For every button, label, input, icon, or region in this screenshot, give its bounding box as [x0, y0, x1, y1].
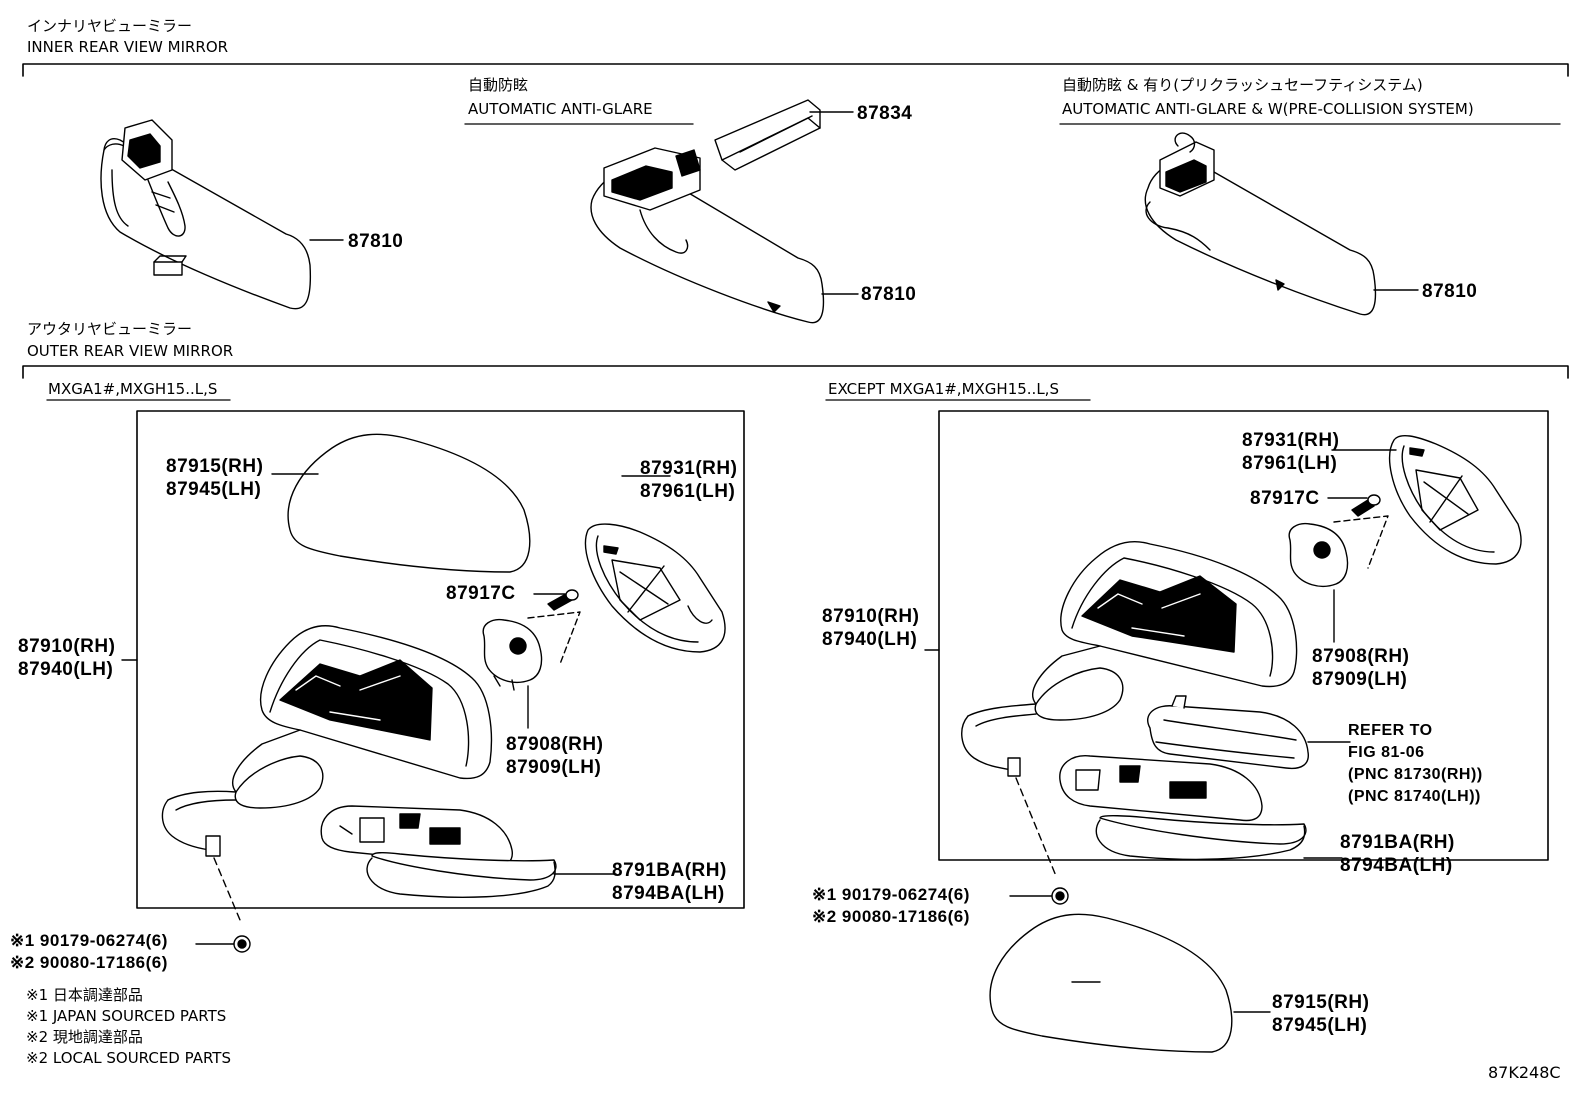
right-mirror-motor: [1288, 515, 1389, 643]
footnote-1: ※1 日本調達部品: [26, 986, 143, 1004]
left-mirror-cover: [271, 433, 531, 573]
left-cover-rh: 87915(RH): [166, 456, 264, 477]
variant-underlines: [46, 123, 1561, 401]
right-mirror-housing: [924, 540, 1298, 877]
right-turn-lamp: [1147, 695, 1351, 770]
inner-mirror-anti-glare: [590, 99, 859, 324]
left-screw: [533, 589, 579, 611]
figure-code: 87K248C: [1488, 1063, 1561, 1082]
right-glass-rh: 87931(RH): [1242, 430, 1340, 451]
right-nut-2: ※2 90080-17186(6): [812, 907, 970, 926]
right-refer-2: FIG 81-06: [1348, 744, 1425, 761]
right-refer-1: REFER TO: [1348, 722, 1433, 739]
right-glass-lh: 87961(LH): [1242, 453, 1338, 474]
right-lower-rh: 8791BA(RH): [1340, 832, 1455, 853]
inner-title-en: INNER REAR VIEW MIRROR: [27, 38, 229, 56]
right-screw: [1327, 494, 1381, 517]
right-variant-box: [938, 410, 1549, 861]
right-assy-rh: 87910(RH): [822, 606, 920, 627]
part-87810-anti-glare: 87810: [861, 284, 917, 305]
outer-title-jp: アウタリヤビューミラー: [27, 320, 193, 338]
part-87834: 87834: [857, 103, 913, 124]
left-motor-lh: 87909(LH): [506, 757, 602, 778]
inner-title-jp: インナリヤビューミラー: [27, 17, 193, 35]
left-lower-cover: [320, 805, 617, 898]
inner-mirror-basic: [100, 119, 344, 310]
left-cover-lh: 87945(LH): [166, 479, 262, 500]
footnotes: ※1 日本調達部品 ※1 JAPAN SOURCED PARTS ※2 現地調達…: [26, 985, 231, 1069]
left-mirror-glass: [584, 475, 726, 653]
right-cover-lh: 87945(LH): [1272, 1015, 1368, 1036]
right-mirror-glass: [1331, 434, 1522, 565]
right-motor-rh: 87908(RH): [1312, 646, 1410, 667]
right-refer-3: (PNC 81730(RH)): [1348, 766, 1483, 783]
footnote-2: ※1 JAPAN SOURCED PARTS: [26, 1007, 227, 1025]
inner-variant3-jp: 自動防眩 & 有り(プリクラッシュセーフティシステム): [1062, 76, 1423, 94]
part-87810-pre-collision: 87810: [1422, 281, 1478, 302]
left-lower-lh: 8794BA(LH): [612, 883, 725, 904]
right-lower-lh: 8794BA(LH): [1340, 855, 1453, 876]
inner-variant2-en: AUTOMATIC ANTI-GLARE: [468, 100, 653, 118]
left-lower-rh: 8791BA(RH): [612, 860, 727, 881]
left-assy-lh: 87940(LH): [18, 659, 114, 680]
right-nut: [1009, 887, 1069, 905]
left-nut-1: ※1 90179-06274(6): [10, 931, 168, 950]
left-assy-rh: 87910(RH): [18, 636, 116, 657]
footnote-3: ※2 現地調達部品: [26, 1028, 143, 1046]
outer-title-en: OUTER REAR VIEW MIRROR: [27, 342, 234, 360]
left-glass-rh: 87931(RH): [640, 458, 738, 479]
left-nut-2: ※2 90080-17186(6): [10, 953, 168, 972]
left-nut: [195, 935, 251, 953]
left-motor-rh: 87908(RH): [506, 734, 604, 755]
right-motor-lh: 87909(LH): [1312, 669, 1408, 690]
right-assy-lh: 87940(LH): [822, 629, 918, 650]
right-variant-model: EXCEPT MXGA1#,MXGH15..L,S: [828, 380, 1059, 398]
inner-variant2-jp: 自動防眩: [468, 76, 529, 94]
right-cover-rh: 87915(RH): [1272, 992, 1370, 1013]
right-mirror-cover: [989, 913, 1271, 1053]
right-refer-4: (PNC 81740(LH)): [1348, 788, 1481, 805]
left-mirror-motor: [482, 611, 581, 729]
section-dividers: [22, 63, 1569, 379]
left-screw-label: 87917C: [446, 583, 516, 604]
right-lower-cover: [1059, 755, 1343, 861]
right-nut-1: ※1 90179-06274(6): [812, 885, 970, 904]
left-glass-lh: 87961(LH): [640, 481, 736, 502]
left-variant-model: MXGA1#,MXGH15..L,S: [48, 380, 218, 398]
inner-mirror-pre-collision: [1144, 132, 1419, 316]
right-screw-label: 87917C: [1250, 488, 1320, 509]
footnote-4: ※2 LOCAL SOURCED PARTS: [26, 1049, 231, 1067]
left-mirror-housing: [121, 624, 493, 921]
part-87810-basic: 87810: [348, 231, 404, 252]
inner-variant3-en: AUTOMATIC ANTI-GLARE & W(PRE-COLLISION S…: [1062, 100, 1474, 118]
